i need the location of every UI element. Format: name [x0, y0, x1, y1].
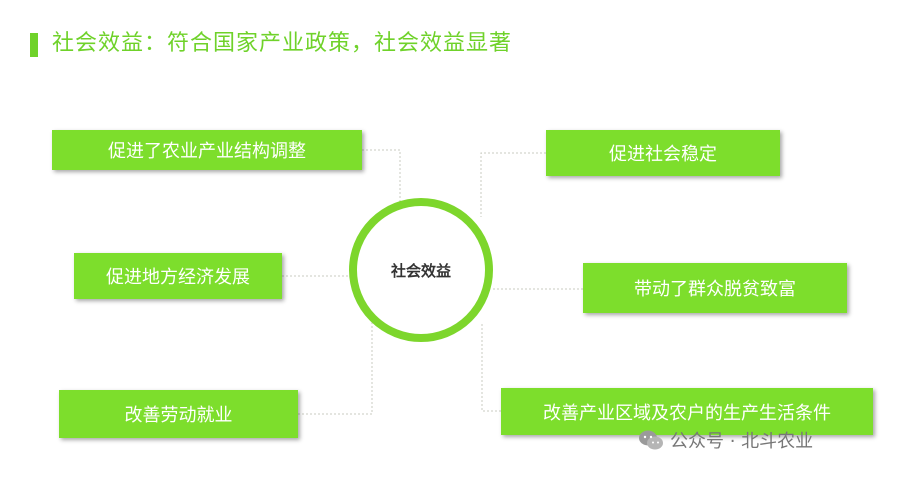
- page-title: 社会效益：符合国家产业政策，社会效益显著: [52, 31, 513, 56]
- connector-right-bottom: [481, 322, 501, 412]
- left-item-3: 改善劳动就业: [59, 390, 298, 438]
- watermark: 公众号 · 北斗农业: [638, 425, 813, 455]
- left-item-1-label: 促进了农业产业结构调整: [108, 141, 306, 162]
- left-item-2: 促进地方经济发展: [74, 253, 282, 299]
- connector-right-top: [480, 152, 546, 217]
- right-item-3: 改善产业区域及农户的生产生活条件: [501, 388, 873, 435]
- title-accent-bar: [30, 33, 38, 57]
- left-item-2-label: 促进地方经济发展: [106, 267, 250, 288]
- right-item-1-label: 促进社会稳定: [609, 144, 717, 165]
- center-circle: 社会效益: [349, 198, 493, 342]
- connector-left-bottom: [298, 322, 373, 415]
- right-item-3-label: 改善产业区域及农户的生产生活条件: [543, 402, 831, 424]
- left-item-1: 促进了农业产业结构调整: [52, 130, 362, 170]
- right-item-2: 带动了群众脱贫致富: [583, 263, 847, 313]
- center-label: 社会效益: [390, 261, 451, 280]
- connector-left-top: [362, 149, 401, 212]
- watermark-text: 公众号 · 北斗农业: [670, 431, 814, 452]
- left-item-3-label: 改善劳动就业: [124, 405, 233, 426]
- right-item-1: 促进社会稳定: [546, 130, 780, 176]
- right-item-2-label: 带动了群众脱贫致富: [634, 279, 796, 300]
- wechat-icon: [639, 430, 663, 450]
